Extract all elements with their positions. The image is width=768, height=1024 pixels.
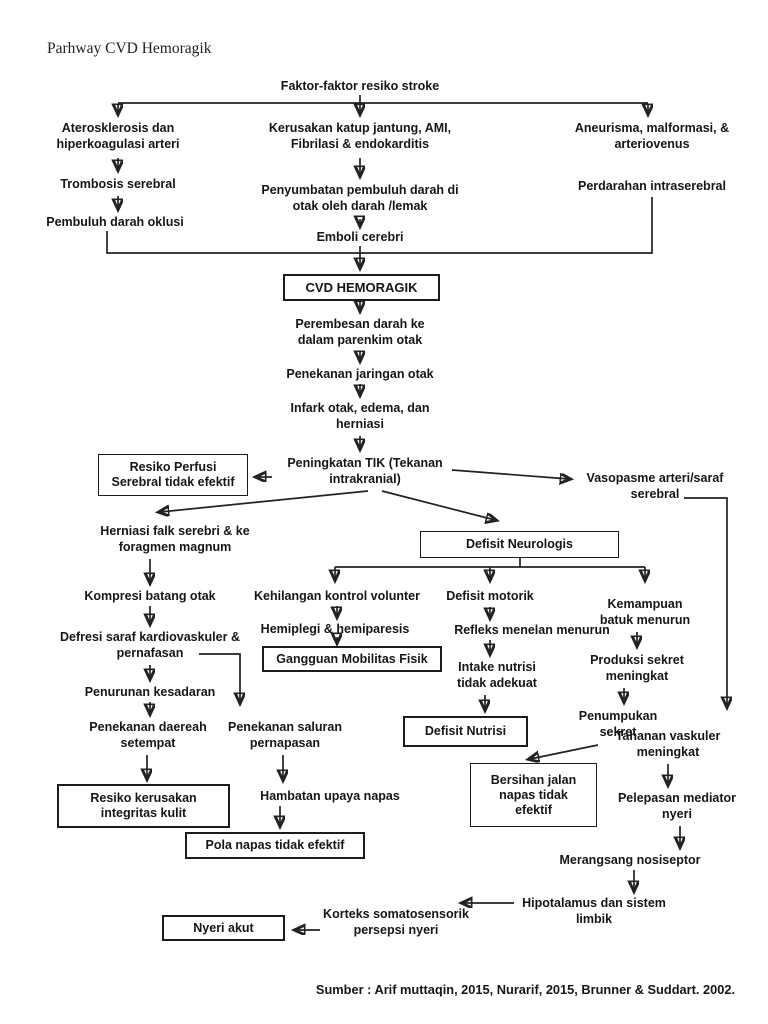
node-kompresi: Kompresi batang otak bbox=[84, 589, 216, 603]
node-vasopasme: Vasopasme arteri/saraf serebral bbox=[586, 471, 724, 501]
node-hemiplegi: Hemiplegi & hemiparesis bbox=[260, 622, 410, 636]
node-aterosklerosis: Aterosklerosis dan hiperkoagulasi arteri bbox=[56, 121, 180, 151]
node-herniasi-falk: Herniasi falk serebri & ke foragmen magn… bbox=[100, 524, 250, 554]
node-defresi: Defresi saraf kardiovaskuler & pernafasa… bbox=[60, 630, 240, 660]
node-refleks: Refleks menelan menurun bbox=[454, 623, 610, 637]
node-kerusakan-katup: Kerusakan katup jantung, AMI, Fibrilasi … bbox=[268, 121, 452, 151]
node-peningkatan-tik: Peningkatan TIK (Tekanan intrakranial) bbox=[287, 456, 443, 486]
node-perdarahan: Perdarahan intraserebral bbox=[578, 179, 726, 193]
box-resiko-perfusi: Resiko Perfusi Serebral tidak efektif bbox=[98, 454, 248, 496]
page-title: Parhway CVD Hemoragik bbox=[47, 40, 212, 57]
node-penumpukan-sekret: Penumpukan sekret bbox=[578, 709, 658, 739]
node-infark: Infark otak, edema, dan herniasi bbox=[290, 401, 430, 431]
node-perembesan: Perembesan darah ke dalam parenkim otak bbox=[295, 317, 425, 347]
box-bersihan-jalan: Bersihan jalan napas tidak efektif bbox=[470, 763, 597, 827]
node-penekanan-daereah: Penekanan daereah setempat bbox=[89, 720, 207, 750]
node-emboli: Emboli cerebri bbox=[316, 230, 404, 244]
box-pola-napas: Pola napas tidak efektif bbox=[185, 832, 365, 859]
node-korteks: Korteks somatosensorik persepsi nyeri bbox=[323, 907, 469, 937]
node-merangsang: Merangsang nosiseptor bbox=[559, 853, 701, 867]
node-pembuluh-oklusi: Pembuluh darah oklusi bbox=[46, 215, 184, 229]
node-penyumbatan: Penyumbatan pembuluh darah di otak oleh … bbox=[261, 183, 459, 213]
node-kemampuan-batuk: Kemampuan batuk menurun bbox=[599, 597, 691, 627]
box-cvd-hemoragik: CVD HEMORAGIK bbox=[283, 274, 440, 301]
node-trombosis: Trombosis serebral bbox=[60, 177, 176, 191]
node-aneurisma: Aneurisma, malformasi, & arteriovenus bbox=[574, 121, 730, 151]
box-gangguan-mobilitas: Gangguan Mobilitas Fisik bbox=[262, 646, 442, 672]
source-citation: Sumber : Arif muttaqin, 2015, Nurarif, 2… bbox=[315, 982, 735, 997]
box-defisit-neurologis: Defisit Neurologis bbox=[420, 531, 619, 558]
node-tahanan-vaskuler: Tahanan vaskuler meningkat bbox=[615, 729, 721, 759]
node-hambatan: Hambatan upaya napas bbox=[260, 789, 400, 803]
node-produksi-sekret: Produksi sekret meningkat bbox=[590, 653, 684, 683]
node-penekanan-saluran: Penekanan saluran pernapasan bbox=[228, 720, 342, 750]
node-penurunan-kesadaran: Penurunan kesadaran bbox=[84, 685, 216, 699]
node-faktor-resiko: Faktor-faktor resiko stroke bbox=[280, 79, 440, 93]
node-kehilangan: Kehilangan kontrol volunter bbox=[254, 589, 420, 603]
arrow-penumpukan-bersihan bbox=[530, 744, 599, 759]
box-defisit-nutrisi: Defisit Nutrisi bbox=[403, 716, 528, 747]
arrow-tik-vasopasme bbox=[451, 469, 569, 479]
arrow-tik-defisit-neurologis bbox=[381, 490, 495, 520]
box-resiko-kerusakan: Resiko kerusakan integritas kulit bbox=[57, 784, 230, 828]
node-hipotalamus: Hipotalamus dan sistem limbik bbox=[522, 896, 666, 926]
node-pelepasan-mediator: Pelepasan mediator nyeri bbox=[617, 791, 737, 821]
box-nyeri-akut: Nyeri akut bbox=[162, 915, 285, 941]
node-defisit-motorik: Defisit motorik bbox=[446, 589, 534, 603]
node-penekanan-jaringan: Penekanan jaringan otak bbox=[286, 367, 434, 381]
node-intake: Intake nutrisi tidak adekuat bbox=[457, 660, 537, 690]
